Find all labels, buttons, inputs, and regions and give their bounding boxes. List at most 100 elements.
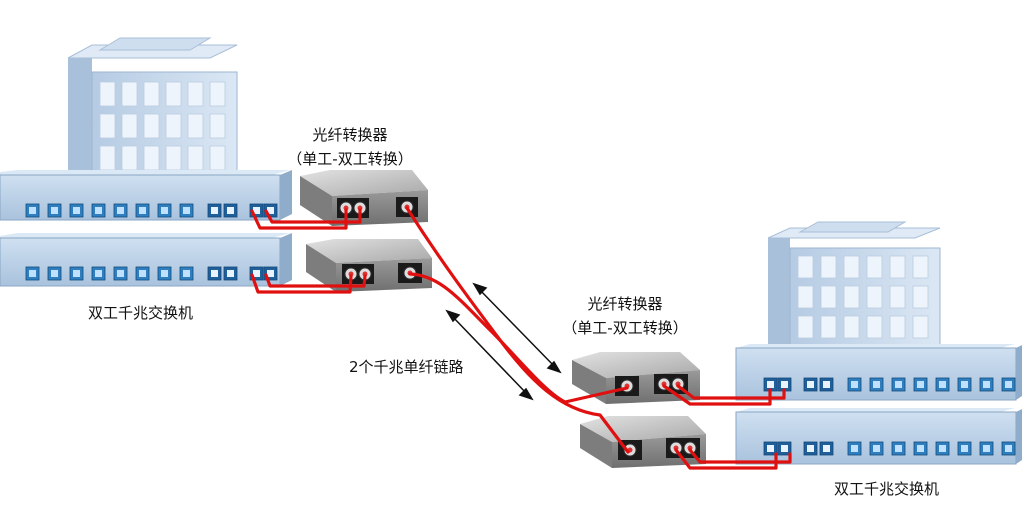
- converter-label-right-line2: （单工-双工转换）: [562, 319, 688, 337]
- window: [165, 145, 182, 171]
- port-contact: [851, 445, 858, 452]
- window: [843, 285, 860, 309]
- window: [143, 113, 160, 139]
- link-label: 2个千兆单纤链路: [349, 358, 464, 376]
- switch-label-right: 双工千兆交换机: [834, 480, 940, 498]
- window: [187, 113, 204, 139]
- double-arrow-icon-lower: [445, 309, 534, 401]
- window: [889, 315, 906, 339]
- port-contact: [917, 445, 924, 452]
- double-arrow-icon-upper: [472, 282, 562, 374]
- port-contact: [51, 270, 58, 277]
- port-contact: [139, 270, 146, 277]
- window: [121, 145, 138, 171]
- window: [187, 145, 204, 171]
- port-contact: [807, 445, 814, 452]
- media-converter-icon-left-top: [300, 170, 428, 226]
- window: [866, 255, 883, 279]
- port-contact: [227, 207, 234, 214]
- port-contact: [983, 445, 990, 452]
- port-contact: [1005, 445, 1012, 452]
- window: [99, 113, 116, 139]
- port-contact: [767, 445, 774, 452]
- window: [209, 113, 226, 139]
- fiber-link-2: [408, 272, 629, 404]
- building-icon-left: [67, 37, 238, 178]
- media-converter-icon-left-bottom: [306, 239, 432, 292]
- switch-right-top: [735, 344, 1022, 401]
- window: [889, 285, 906, 309]
- port-contact: [823, 445, 830, 452]
- window: [912, 315, 929, 339]
- port-contact: [139, 207, 146, 214]
- window: [99, 145, 116, 171]
- window: [820, 255, 837, 279]
- window: [209, 145, 226, 171]
- fiber-rb-b: [688, 448, 792, 464]
- port-contact: [29, 270, 36, 277]
- converter-label-top-line2: （单工-双工转换）: [287, 150, 413, 168]
- fiber-lb-b: [264, 273, 367, 288]
- port-contact: [939, 381, 946, 388]
- window: [209, 81, 226, 107]
- window: [866, 315, 883, 339]
- port-contact: [961, 381, 968, 388]
- converter-label-right: 光纤转换器 （单工-双工转换）: [545, 293, 705, 338]
- window: [797, 285, 814, 309]
- port-contact: [917, 381, 924, 388]
- converter-label-top: 光纤转换器 （单工-双工转换）: [270, 124, 430, 169]
- port-contact: [983, 381, 990, 388]
- port-contact: [95, 270, 102, 277]
- port-contact: [253, 270, 260, 277]
- port-contact: [895, 445, 902, 452]
- port-contact: [211, 270, 218, 277]
- port-contact: [807, 381, 814, 388]
- port-contact: [227, 270, 234, 277]
- port-contact: [895, 381, 902, 388]
- port-contact: [29, 207, 36, 214]
- window: [143, 145, 160, 171]
- switch-left-bottom: [0, 233, 292, 287]
- port-contact: [939, 445, 946, 452]
- window: [843, 255, 860, 279]
- window: [889, 255, 906, 279]
- port-contact: [117, 270, 124, 277]
- port-contact: [73, 207, 80, 214]
- port-contact: [161, 270, 168, 277]
- port-contact: [1005, 381, 1012, 388]
- port-contact: [823, 381, 830, 388]
- switch-left-top: [0, 170, 292, 221]
- port-contact: [161, 207, 168, 214]
- port-contact: [73, 270, 80, 277]
- window: [121, 113, 138, 139]
- port-contact: [961, 445, 968, 452]
- port-contact: [95, 207, 102, 214]
- port-contact: [851, 381, 858, 388]
- port-contact: [183, 207, 190, 214]
- window: [187, 81, 204, 107]
- fiber-lt-b: [264, 208, 362, 224]
- window: [797, 255, 814, 279]
- window: [165, 81, 182, 107]
- port-contact: [183, 270, 190, 277]
- port-contact: [781, 381, 788, 388]
- window: [121, 81, 138, 107]
- port-contact: [253, 207, 260, 214]
- switch-right-bottom: [735, 408, 1022, 465]
- port-contact: [51, 207, 58, 214]
- window: [912, 285, 929, 309]
- port-contact: [117, 207, 124, 214]
- port-contact: [767, 381, 774, 388]
- converter-label-top-line1: 光纤转换器: [312, 126, 388, 144]
- fiber-lt-a: [250, 208, 348, 230]
- port-contact: [267, 270, 274, 277]
- window: [912, 255, 929, 279]
- window: [99, 81, 116, 107]
- port-contact: [267, 207, 274, 214]
- switch-label-left: 双工千兆交换机: [88, 304, 194, 322]
- window: [820, 315, 837, 339]
- window: [797, 315, 814, 339]
- window: [165, 113, 182, 139]
- port-contact: [211, 207, 218, 214]
